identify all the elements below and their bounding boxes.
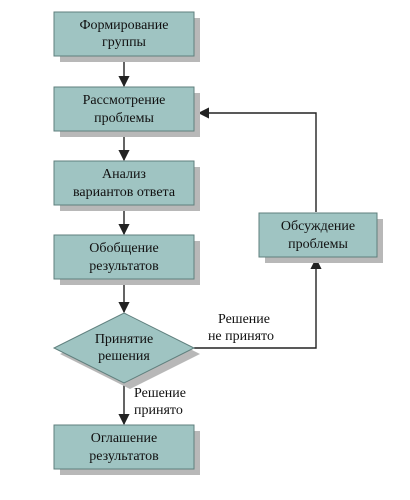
edge-label-accepted: Решение принято xyxy=(134,386,186,418)
node-announce-results: Оглашение результатов xyxy=(53,424,200,475)
node-announce-results-line1: Оглашение xyxy=(91,431,158,446)
node-decision-diamond xyxy=(52,312,196,384)
edge-decision-to-discuss xyxy=(194,257,322,349)
node-summarize-results-line2: результатов xyxy=(89,259,159,274)
edge-label-not-accepted-line2: не принято xyxy=(208,329,274,344)
node-analyze-options-box xyxy=(53,160,195,206)
node-form-group-line2: группы xyxy=(102,35,147,50)
node-analyze-options-line2: вариантов ответа xyxy=(73,185,176,200)
node-form-group: Формирование группы xyxy=(53,11,200,62)
node-form-group-box xyxy=(53,11,195,57)
node-decision-line1: Принятие xyxy=(95,332,153,347)
node-decision: Принятие решения xyxy=(52,312,200,389)
node-summarize-results-line1: Обобщение xyxy=(89,241,159,256)
node-announce-results-box xyxy=(53,424,195,470)
node-decision-line2: решения xyxy=(98,349,150,364)
node-analyze-options: Анализ вариантов ответа xyxy=(53,160,200,211)
node-discuss-problem: Обсуждение проблемы xyxy=(258,212,383,263)
edge-discuss-to-consider xyxy=(197,107,317,212)
node-consider-problem-line1: Рассмотрение xyxy=(83,93,166,108)
node-consider-problem: Рассмотрение проблемы xyxy=(53,86,200,137)
node-discuss-problem-box xyxy=(258,212,378,258)
node-consider-problem-box xyxy=(53,86,195,132)
edge-label-accepted-line2: принято xyxy=(134,403,183,418)
node-form-group-line1: Формирование xyxy=(79,18,168,33)
node-summarize-results-box xyxy=(53,234,195,280)
node-consider-problem-line2: проблемы xyxy=(94,111,154,126)
node-announce-results-line2: результатов xyxy=(89,449,159,464)
node-discuss-problem-line1: Обсуждение xyxy=(281,219,355,234)
edge-label-accepted-line1: Решение xyxy=(134,386,186,401)
edge-label-not-accepted-line1: Решение xyxy=(218,312,270,327)
node-summarize-results: Обобщение результатов xyxy=(53,234,200,285)
node-analyze-options-line1: Анализ xyxy=(102,167,146,182)
node-discuss-problem-line2: проблемы xyxy=(288,237,348,252)
edge-label-not-accepted: Решение не принято xyxy=(208,312,274,344)
edges xyxy=(118,62,322,426)
